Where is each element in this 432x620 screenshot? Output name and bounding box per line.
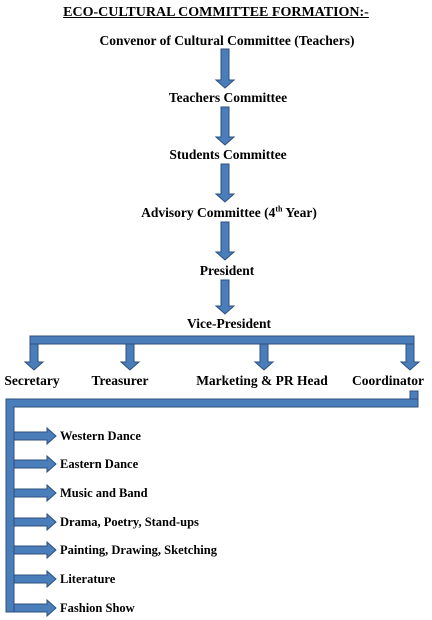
arrow-to-fashion-show — [13, 598, 57, 618]
arrow-to-marketing — [253, 343, 275, 371]
arrow-to-treasurer — [119, 343, 141, 371]
node-convenor: Convenor of Cultural Committee (Teachers… — [99, 33, 355, 48]
arrow-to-literature — [13, 569, 57, 589]
activity-fashion-show: Fashion Show — [60, 601, 135, 615]
page-title: ECO-CULTURAL COMMITTEE FORMATION:- — [63, 5, 369, 20]
connector-roles-bar — [29, 335, 415, 345]
activity-drama-poetry: Drama, Poetry, Stand-ups — [60, 515, 199, 529]
arrow-to-western-dance — [13, 426, 57, 446]
arrow-students-to-advisory — [214, 163, 236, 203]
node-students-committee: Students Committee — [169, 147, 287, 162]
arrow-president-to-vice — [214, 279, 236, 315]
arrow-to-drama-poetry — [13, 512, 57, 532]
role-marketing-pr-head: Marketing & PR Head — [196, 373, 328, 388]
node-vice-president: Vice-President — [187, 316, 271, 331]
role-treasurer: Treasurer — [91, 373, 149, 388]
arrow-advisory-to-president — [214, 221, 236, 261]
arrow-teachers-to-students — [214, 106, 236, 146]
arrow-to-eastern-dance — [13, 454, 57, 474]
connector-activities-spine — [5, 398, 419, 613]
activity-music-and-band: Music and Band — [60, 486, 148, 500]
activity-eastern-dance: Eastern Dance — [60, 457, 139, 471]
activity-painting-drawing: Painting, Drawing, Sketching — [60, 543, 217, 557]
role-coordinator: Coordinator — [352, 373, 424, 388]
node-president: President — [199, 263, 255, 278]
arrow-convenor-to-teachers — [214, 48, 236, 89]
node-teachers-committee: Teachers Committee — [168, 90, 288, 105]
role-secretary: Secretary — [4, 373, 60, 388]
arrow-to-music-and-band — [13, 483, 57, 503]
activity-western-dance: Western Dance — [60, 429, 141, 443]
arrow-to-painting-drawing — [13, 540, 57, 560]
arrow-to-coordinator — [399, 343, 421, 371]
node-advisory-committee: Advisory Committee (4th Year) — [141, 204, 317, 220]
arrow-to-secretary — [23, 343, 45, 371]
activity-literature: Literature — [60, 572, 116, 586]
